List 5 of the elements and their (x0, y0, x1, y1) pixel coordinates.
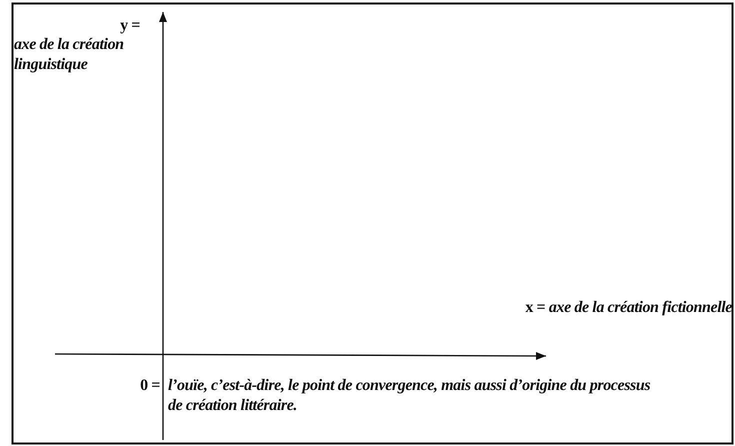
axis-label: y = (119, 16, 140, 36)
origin-description: l’ouïe, c’est-à-dire, le point de convergence, mais aussi d’origine du processus de création littéraire. (168, 376, 652, 416)
origin-label: 0 = (139, 376, 160, 396)
axis-label: x = axe de la création fictionnelle (524, 298, 732, 318)
axis-description: axe de la création linguistique (14, 35, 125, 75)
